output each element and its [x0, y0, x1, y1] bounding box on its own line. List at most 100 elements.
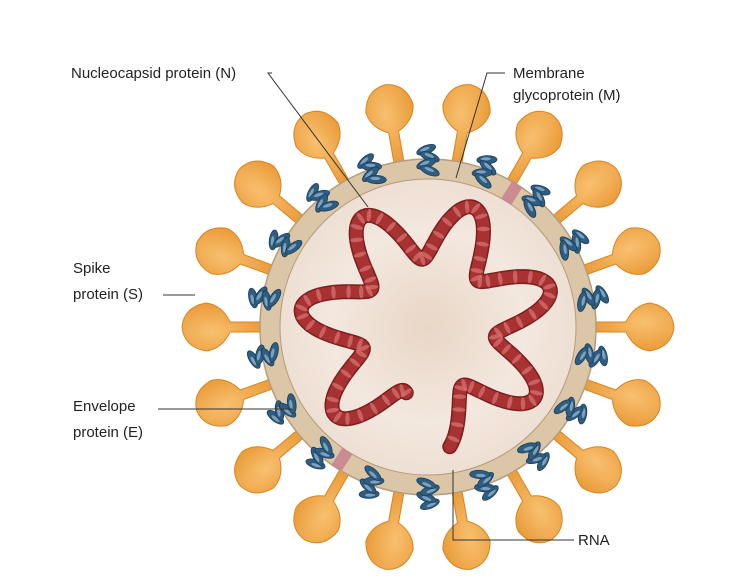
rna-coil-segment: [476, 241, 489, 247]
envelope-proteins: [331, 181, 523, 472]
rna-coil-segment: [529, 390, 543, 396]
rna-coil-segment: [319, 326, 327, 339]
spike-protein-icon: [293, 110, 354, 192]
membrane-label-line2: glycoprotein (M): [513, 87, 621, 104]
rna-coil-segment: [399, 384, 405, 397]
rna-coil-segment: [412, 251, 422, 262]
spike-protein-icon: [546, 425, 622, 494]
rna-coil-segment: [471, 203, 481, 214]
rna-coil-segment: [476, 226, 490, 232]
rna-coil-segment: [464, 200, 470, 214]
membrane-glycoproteins: [246, 143, 610, 511]
rna-coil-segment: [503, 321, 511, 334]
nucleocapsid-label: Nucleocapsid protein (N): [71, 65, 236, 82]
spike-protein-icon: [195, 227, 281, 278]
membrane-glycoprotein-icon: [266, 393, 297, 425]
rna-coil-segment: [493, 337, 504, 347]
spike-protein-icon: [442, 84, 491, 171]
membrane-glycoprotein-icon: [268, 229, 303, 258]
rna-coil-segment: [356, 212, 366, 224]
rna-leader: [452, 470, 574, 541]
rna-coil-segment: [447, 435, 460, 443]
rna-coil-segment: [520, 397, 526, 411]
rna-coil-segment: [538, 300, 549, 310]
rna-coil-segment: [453, 394, 466, 399]
rna-coil-segment: [326, 407, 339, 413]
rna-coil-segment: [333, 411, 342, 423]
membrane-glycoprotein-icon: [416, 143, 440, 177]
rna-coil-segment: [370, 402, 378, 415]
rna-coil-segment: [425, 243, 438, 251]
rna-coil-segment: [357, 409, 364, 422]
rna-coil-segment: [366, 208, 372, 222]
membrane-label-line1: Membrane: [513, 65, 585, 82]
rna-coil-segment: [473, 256, 487, 262]
membrane-glycoprotein-icon: [577, 285, 610, 312]
membrane-glycoprotein-icon: [574, 343, 608, 368]
spike-protein-icon: [293, 462, 354, 544]
rna-coil-segment: [450, 422, 464, 428]
rna-coil-segment: [386, 221, 396, 232]
rna-coil-segment: [332, 382, 344, 391]
rna-coil-segment: [528, 394, 537, 406]
spike-protein-icon: [195, 376, 281, 427]
spike-protein-icon: [442, 483, 491, 570]
nucleocapsid-leader: [267, 72, 369, 208]
rna-coil-segment: [396, 233, 407, 243]
spike-protein-icon: [234, 160, 310, 229]
rna-coil-segment: [528, 308, 537, 320]
rna-coil-segment: [355, 350, 368, 358]
rna-coil-segment: [305, 319, 315, 331]
rna-coil-segment: [347, 335, 353, 348]
spike-label-line2: protein (S): [73, 286, 143, 303]
rna-nucleocapsid: [293, 199, 558, 455]
rna-coil-segment: [543, 283, 556, 290]
rna-coil-segment: [468, 380, 475, 394]
membrane-glycoprotein-icon: [469, 469, 499, 501]
spike-protein-icon: [546, 160, 622, 229]
rna-coil-segment: [326, 396, 339, 403]
rna-coil-segment: [316, 288, 322, 302]
envelope-label-line1: Envelope: [73, 398, 136, 415]
rna-coil-segment: [453, 206, 462, 218]
rna-coil-segment: [477, 274, 483, 288]
rna-coil-segment: [391, 387, 400, 399]
rna-coil-segment: [452, 407, 466, 412]
membrane-glycoprotein-icon: [471, 155, 498, 189]
rna-coil-segment: [501, 344, 511, 355]
spike-protein-icon: [181, 302, 269, 352]
rna-coil-segment: [331, 285, 336, 299]
membrane-glycoprotein-icon: [246, 342, 279, 369]
membrane-glycoprotein-icon: [521, 184, 551, 218]
rna-coil-segment: [303, 294, 312, 307]
rna-coil-segment: [511, 354, 522, 364]
rna-coil-segment: [359, 265, 372, 272]
membrane-glycoprotein-icon: [358, 465, 385, 499]
rna-coil-segment: [356, 338, 363, 351]
rna-coil-segment: [358, 285, 364, 299]
rna-label: RNA: [578, 532, 610, 549]
membrane-glycoprotein-icon: [306, 182, 339, 213]
rna-coil-segment: [521, 366, 533, 375]
membrane-glycoprotein-icon: [416, 477, 440, 511]
membrane-glycoprotein-icon: [357, 153, 387, 185]
rna-coil-segment: [538, 274, 547, 286]
membrane-glycoprotein-icon: [248, 286, 282, 311]
rna-coil-segment: [543, 291, 556, 299]
rna-coil-segment: [421, 251, 433, 260]
rna-coil-segment: [296, 313, 309, 320]
spike-protein-icon: [234, 425, 310, 494]
membrane-glycoprotein-icon: [517, 441, 550, 472]
rna-coil-segment: [350, 237, 364, 243]
spike-protein-icon: [587, 302, 675, 352]
rna-coil-segment: [507, 396, 513, 409]
rna-coil-segment: [488, 334, 502, 340]
rna-coil-segment: [442, 217, 453, 227]
spike-label-line1: Spike: [73, 260, 111, 277]
rna-coil-segment: [340, 369, 352, 378]
rna-coil-segment: [353, 251, 367, 258]
spike-proteins: [181, 84, 675, 570]
rna-coil-segment: [381, 394, 391, 406]
rna-coil-segment: [432, 230, 445, 239]
